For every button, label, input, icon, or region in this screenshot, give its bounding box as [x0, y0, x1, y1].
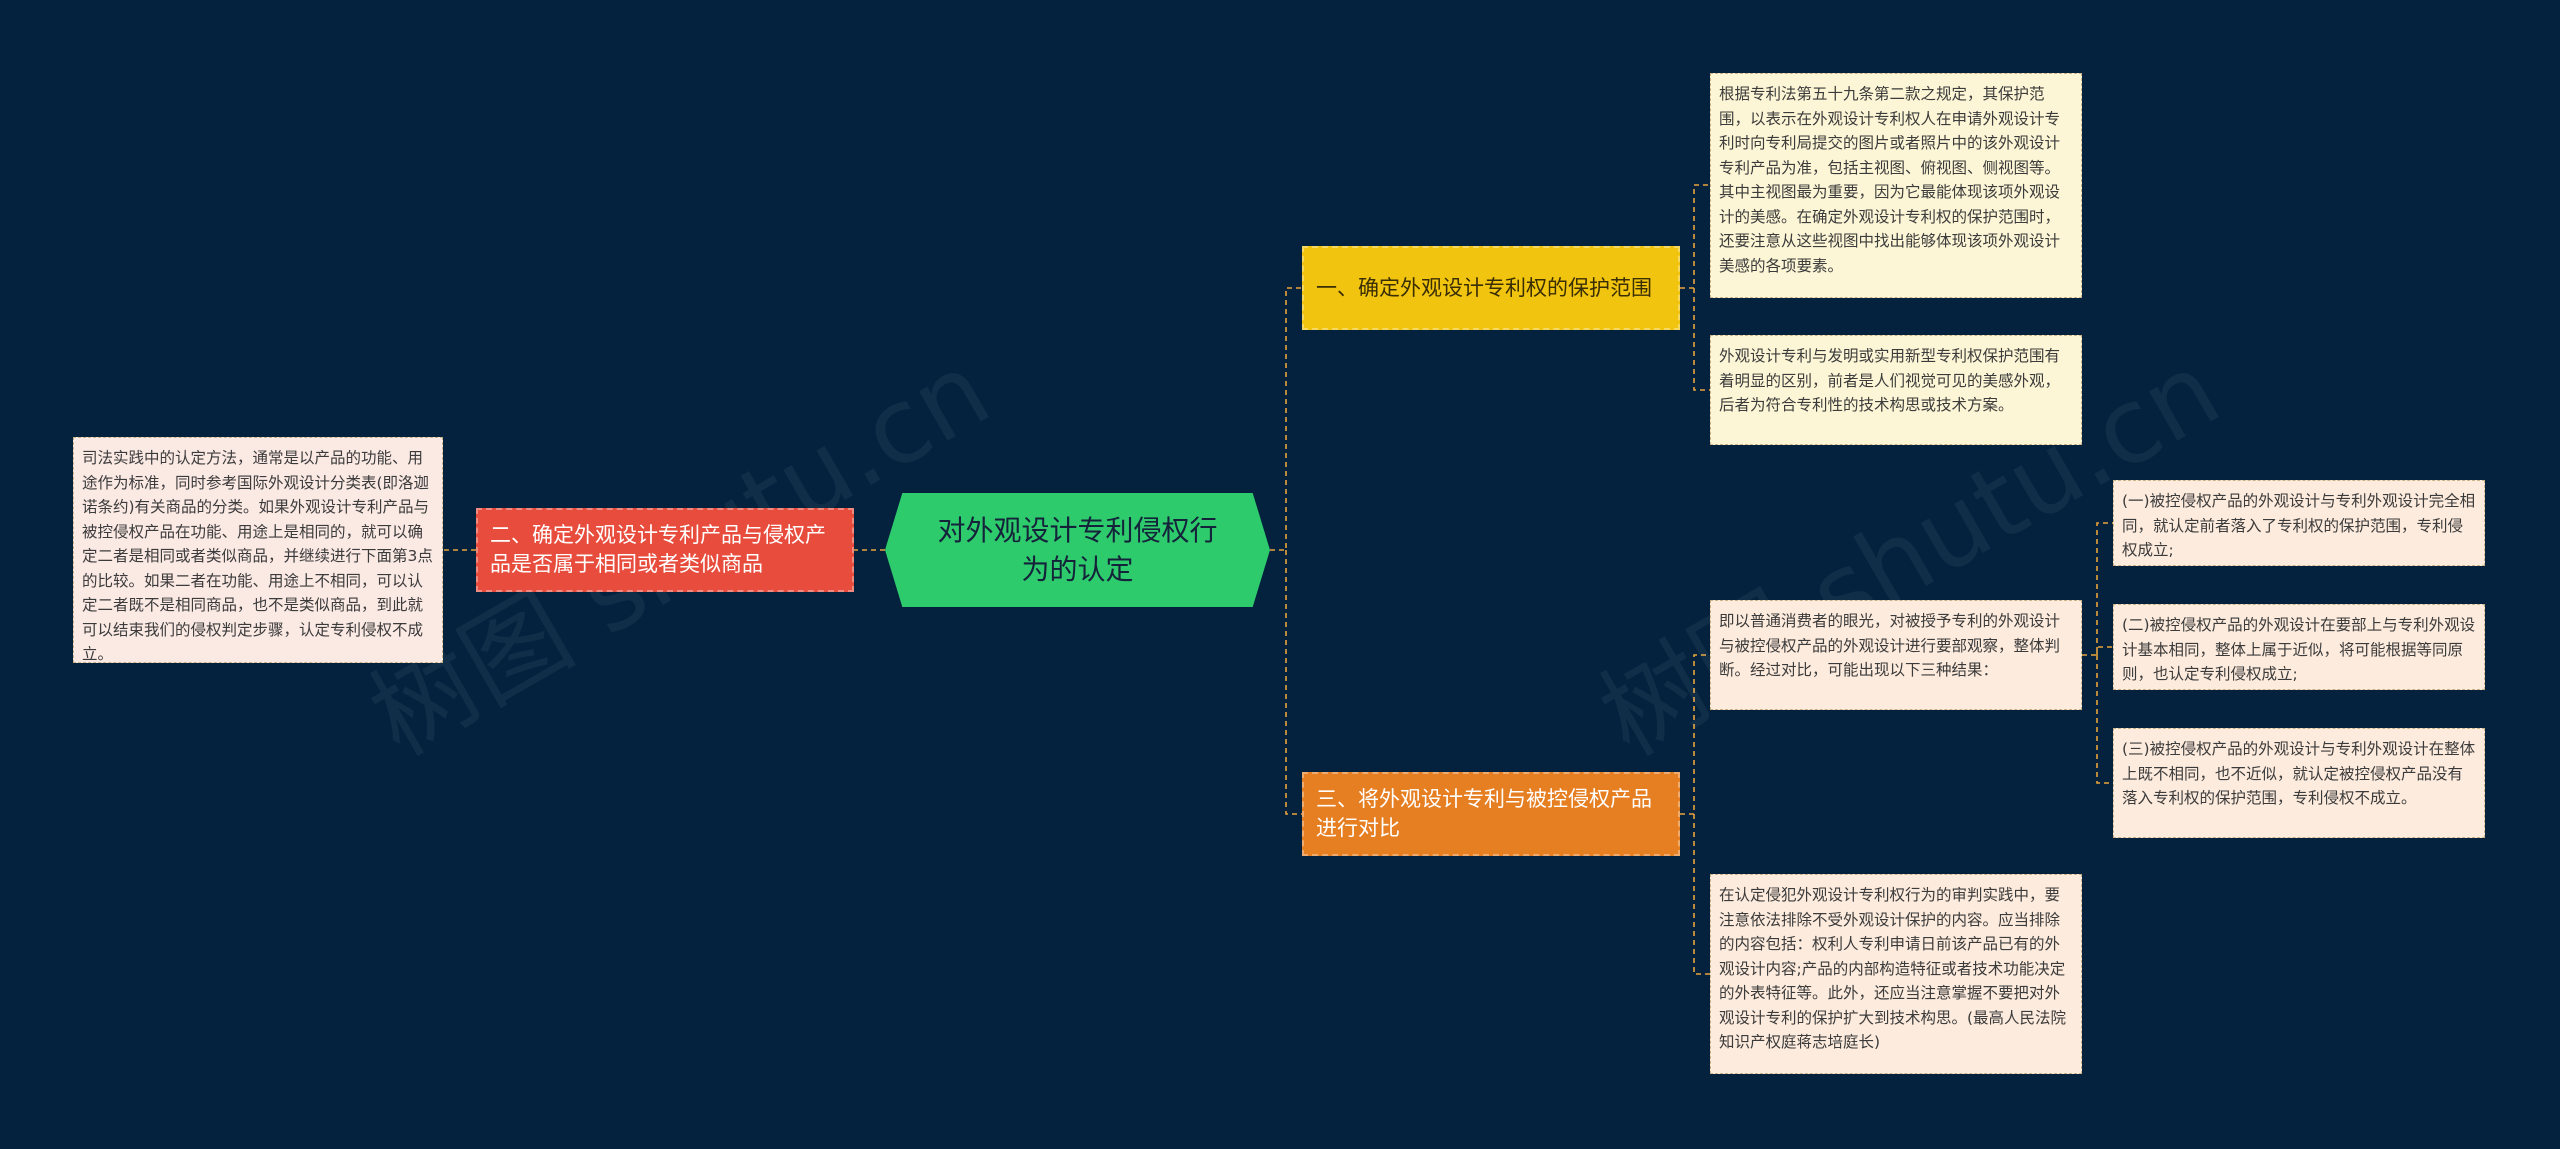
third-detail-card-1[interactable]: 即以普通消费者的眼光，对被授予专利的外观设计与被控侵权产品的外观设计进行要部观察…	[1710, 600, 2082, 710]
branch-third-node[interactable]: 三、将外观设计专利与被控侵权产品进行对比	[1302, 772, 1680, 856]
third-detail-card-2[interactable]: 在认定侵犯外观设计专利权行为的审判实践中，要注意依法排除不受外观设计保护的内容。…	[1710, 874, 2082, 1074]
result-card-2[interactable]: (二)被控侵权产品的外观设计在要部上与专利外观设计基本相同，整体上属于近似，将可…	[2113, 604, 2485, 690]
first-detail-card-2[interactable]: 外观设计专利与发明或实用新型专利权保护范围有着明显的区别，前者是人们视觉可见的美…	[1710, 335, 2082, 445]
result-card-3[interactable]: (三)被控侵权产品的外观设计与专利外观设计在整体上既不相同，也不近似，就认定被控…	[2113, 728, 2485, 838]
branch-left-label: 二、确定外观设计专利产品与侵权产品是否属于相同或者类似商品	[490, 523, 826, 576]
connector-first-details	[1680, 184, 1710, 391]
branch-first-node[interactable]: 一、确定外观设计专利权的保护范围	[1302, 246, 1680, 330]
connector-root-third	[1285, 550, 1302, 815]
branch-left-node[interactable]: 二、确定外观设计专利产品与侵权产品是否属于相同或者类似商品	[476, 508, 854, 592]
branch-first-label: 一、确定外观设计专利权的保护范围	[1316, 275, 1652, 300]
connector-third-details	[1680, 654, 1710, 975]
root-label: 对外观设计专利侵权行为的认定	[937, 514, 1218, 586]
first-detail-card-1[interactable]: 根据专利法第五十九条第二款之规定，其保护范围，以表示在外观设计专利权人在申请外观…	[1710, 73, 2082, 298]
branch-third-label: 三、将外观设计专利与被控侵权产品进行对比	[1316, 787, 1652, 840]
connector-root-first	[1270, 287, 1302, 551]
left-detail-card[interactable]: 司法实践中的认定方法，通常是以产品的功能、用途作为标准，同时参考国际外观设计分类…	[73, 437, 443, 663]
connector-results	[2082, 522, 2113, 784]
root-node[interactable]: 对外观设计专利侵权行为的认定	[885, 493, 1270, 607]
result-card-1[interactable]: (一)被控侵权产品的外观设计与专利外观设计完全相同，就认定前者落入了专利权的保护…	[2113, 480, 2485, 566]
